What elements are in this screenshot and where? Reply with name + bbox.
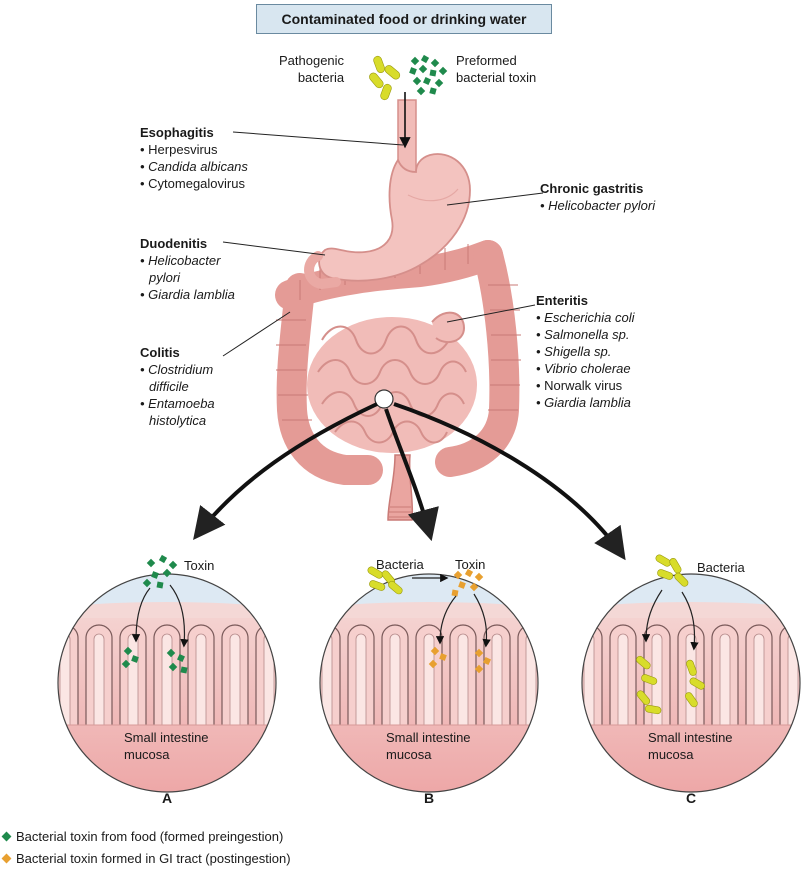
colitis-item: histolytica [149,413,207,428]
colitis-item: difficile [149,379,189,394]
pathogenic-bacteria-label: Pathogenic bacteria [279,52,344,86]
caption-line: Small intestine [124,730,209,745]
duodenitis-item: pylori [149,270,181,285]
panel-a-letter: A [162,790,173,806]
duodenum [304,251,341,290]
panel-c-bacteria [636,554,705,715]
villus-core [491,633,503,725]
panel-b-letter: B [424,790,435,806]
panel-b-toxin-label: Toxin [455,557,486,572]
pathogenic-bacteria-cluster [369,55,401,101]
panel-b-caption: Small intestine mucosa [386,729,471,763]
enteritis-item: • Shigella sp. [536,344,612,359]
enteritis-item: • Giardia lamblia [536,395,631,410]
small-intestine [307,311,477,453]
gi-tract [275,99,521,521]
villus-core [355,633,367,725]
panel-b-border [319,573,539,793]
esophagitis-heading: Esophagitis [140,125,214,140]
colitis-item: • Entamoeba [140,396,215,411]
enteritis-heading: Enteritis [536,293,589,308]
panel-a-arrows [131,584,189,648]
panel-a-toxin-label: Toxin [184,558,215,573]
chronic-gastritis-block: Chronic gastritis • Helicobacter pylori [540,180,655,214]
stomach [318,153,471,282]
enteritis-item: • Escherichia coli [536,310,635,325]
orange-diamond-icon [1,853,12,864]
chronic-gastritis-heading: Chronic gastritis [540,181,644,196]
panel-b-art [320,574,538,792]
panel-b-arrows [435,593,491,648]
panel-c-bacteria-label: Bacteria [697,560,745,575]
colitis-block: Colitis • Clostridium difficile • Entamo… [140,344,215,429]
duodenitis-block: Duodenitis • Helicobacter pylori • Giard… [140,235,235,303]
esophagitis-item: • Cytomegalovirus [140,176,245,191]
villus-core [127,633,139,725]
villus-core [389,633,401,725]
enteritis-item: • Norwalk virus [536,378,623,393]
colitis-heading: Colitis [140,345,180,360]
villus-core [229,633,241,725]
ascending-colon [435,240,520,477]
leader-lines [222,131,544,357]
panel-a-art [58,574,276,792]
colon [276,273,383,485]
preformed-line-2: bacterial toxin [456,70,537,85]
duodenitis-item: • Helicobacter [140,253,221,268]
enteritis-item: • Salmonella sp. [536,327,630,342]
preformed-toxin-cluster [409,54,448,96]
caption-line: Small intestine [386,730,471,745]
villus-core [423,633,435,725]
esophagitis-block: Esophagitis • Herpesvirus • Candida albi… [140,124,248,192]
caption-line: mucosa [386,747,432,762]
caption-line: mucosa [648,747,694,762]
panel-c-arrows [641,589,699,651]
legend-item-postingestion: Bacterial toxin formed in GI tract (post… [0,851,291,867]
legend-text: Bacterial toxin from food (formed preing… [16,829,284,844]
green-diamond-icon [1,831,12,842]
esophagus [397,99,417,173]
villus-core [617,633,629,725]
enteritis-block: Enteritis • Escherichia coli • Salmonell… [536,292,634,411]
duodenitis-heading: Duodenitis [140,236,208,251]
caption-line: mucosa [124,747,170,762]
esophagitis-item: • Candida albicans [140,159,248,174]
villus-core [753,633,765,725]
villus-core [457,633,469,725]
rectum [387,454,414,521]
legend-item-preingestion: Bacterial toxin from food (formed preing… [0,829,283,845]
focus-circle [374,389,394,409]
caption-line: Small intestine [648,730,733,745]
villus-core [195,633,207,725]
title-box: Contaminated food or drinking water [256,4,552,34]
duodenitis-item: • Giardia lamblia [140,287,235,302]
pathogenic-line-1: Pathogenic [279,53,345,68]
legend-text: Bacterial toxin formed in GI tract (post… [16,851,291,866]
panel-arrows [193,402,626,561]
preformed-line-1: Preformed [456,53,517,68]
panel-c-border [581,573,801,793]
pathogenic-line-2: bacteria [297,70,345,85]
colitis-item: • Clostridium [140,362,214,377]
preformed-toxin-label: Preformed bacterial toxin [456,52,536,86]
panel-b-bacteria-label: Bacteria [376,557,424,572]
enteritis-item: • Vibrio cholerae [536,361,631,376]
panel-b-toxin [428,568,491,674]
villus-core [93,633,105,725]
panel-a-caption: Small intestine mucosa [124,729,209,763]
panel-c-caption: Small intestine mucosa [648,729,733,763]
esophagitis-item: • Herpesvirus [140,142,218,157]
villus-core [161,633,173,725]
panel-b-bacteria [367,566,403,595]
villus-core [719,633,731,725]
chronic-gastritis-item: • Helicobacter pylori [540,198,656,213]
panel-c-letter: C [686,790,697,806]
